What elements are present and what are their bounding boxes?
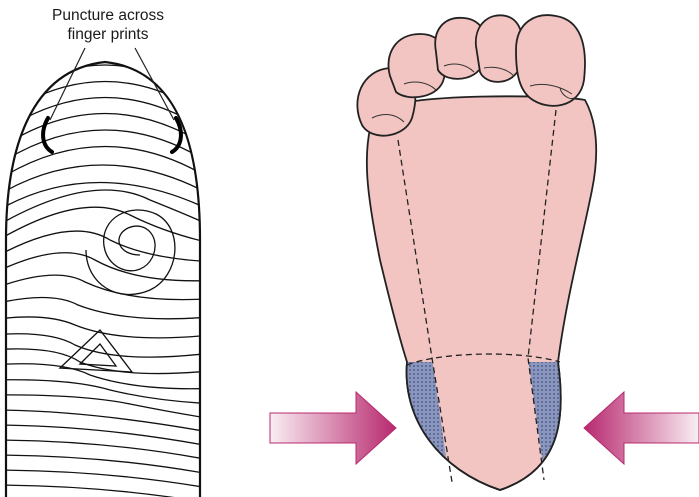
sole bbox=[367, 96, 596, 490]
fingertip-illustration bbox=[0, 48, 220, 497]
big-toe bbox=[516, 15, 585, 106]
fingerprint-ridges bbox=[0, 65, 220, 497]
puncture-mark-right bbox=[172, 118, 181, 152]
foot-sole-illustration bbox=[357, 15, 596, 497]
arrow-left bbox=[270, 392, 396, 464]
pointer-line-right bbox=[135, 48, 174, 120]
arrow-right bbox=[584, 392, 699, 464]
